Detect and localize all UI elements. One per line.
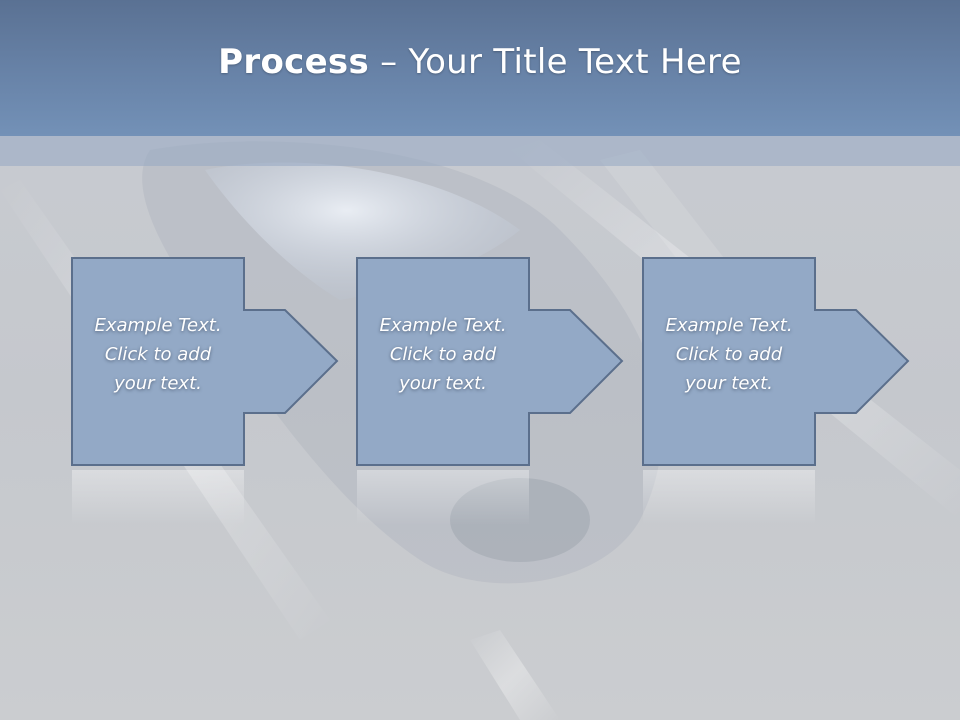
- title-rest: – Your Title Text Here: [369, 42, 742, 82]
- step-3-shape: [642, 257, 910, 466]
- step-3-text[interactable]: Example Text. Click to add your text.: [665, 315, 793, 394]
- process-step-2[interactable]: [356, 257, 624, 525]
- step-1-shape: [71, 257, 339, 466]
- title-bold: Process: [218, 42, 370, 82]
- step-2-text[interactable]: Example Text. Click to add your text.: [379, 315, 507, 394]
- step-3-reflection: [643, 470, 815, 525]
- title-bar: Process – Your Title Text Here: [0, 0, 960, 136]
- step-2-shape: [356, 257, 624, 466]
- step-1-reflection: [72, 470, 244, 525]
- slide-title[interactable]: Process – Your Title Text Here: [218, 42, 742, 82]
- process-step-3[interactable]: [642, 257, 910, 525]
- process-step-1[interactable]: [71, 257, 339, 525]
- step-1-text[interactable]: Example Text. Click to add your text.: [94, 315, 222, 394]
- title-underline-strip: [0, 136, 960, 166]
- step-2-reflection: [357, 470, 529, 525]
